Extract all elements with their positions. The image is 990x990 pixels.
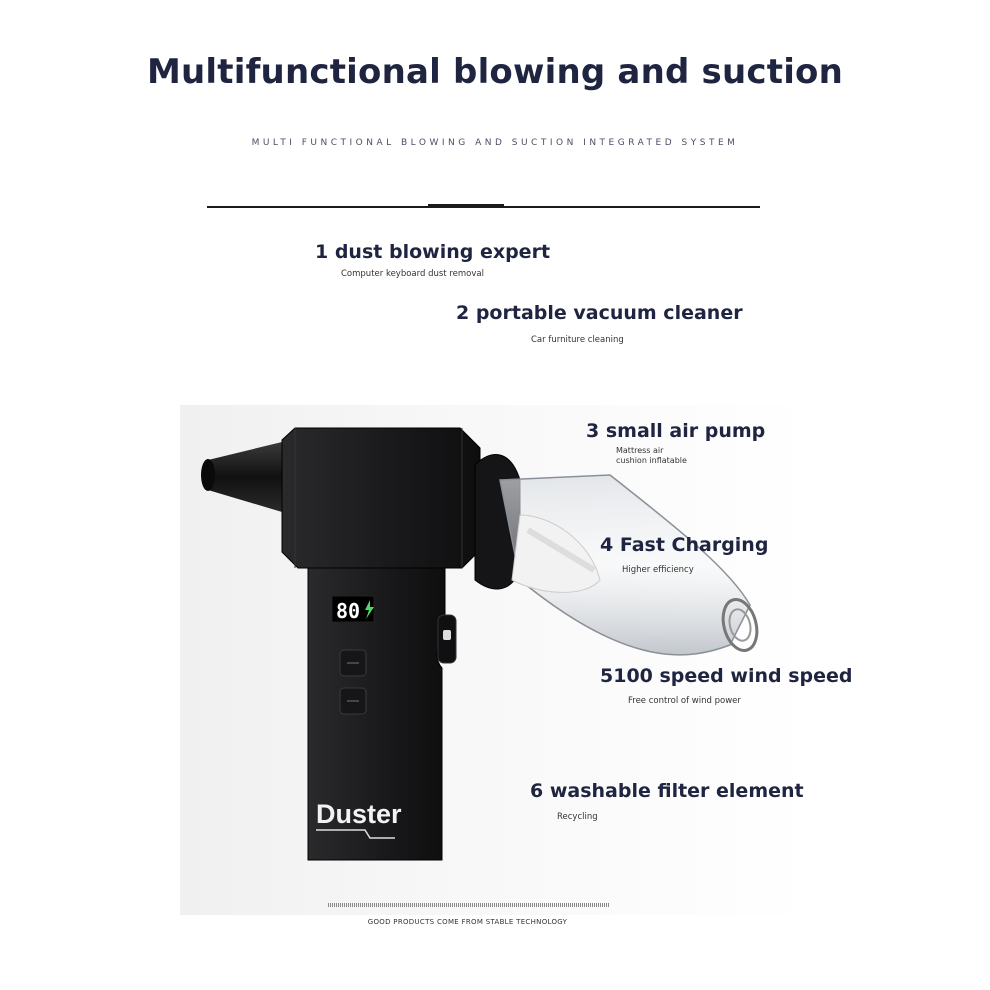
feature-2-caption: Car furniture cleaning [531, 335, 624, 345]
display-readout: 80 [336, 599, 360, 623]
feature-4: 4 Fast Charging Higher efficiency [600, 534, 768, 575]
page-subtitle: MULTI FUNCTIONAL BLOWING AND SUCTION INT… [251, 138, 739, 148]
feature-6-title: 6 washable filter element [530, 780, 804, 802]
motor-housing [281, 427, 481, 569]
footer-tagline: GOOD PRODUCTS COME FROM STABLE TECHNOLOG… [367, 918, 568, 926]
feature-4-title: 4 Fast Charging [600, 534, 769, 556]
blower-nozzle [208, 442, 282, 512]
feature-5: 5100 speed wind speed Free control of wi… [600, 665, 852, 706]
feature-2-title: 2 portable vacuum cleaner [456, 302, 743, 324]
feature-3-title: 3 small air pump [586, 420, 766, 442]
feature-3-caption-line1: Mattress air [616, 446, 664, 455]
feature-1-title: 1 dust blowing expert [315, 241, 551, 263]
feature-1-caption: Computer keyboard dust removal [341, 269, 484, 279]
brand-logo: Duster [316, 799, 402, 829]
product-image: 80 Duster [201, 427, 759, 861]
feature-3: 3 small air pump Mattress air cushion in… [586, 420, 765, 466]
charging-bolt-icon [365, 600, 374, 619]
feature-6: 6 washable filter element Recycling [530, 780, 804, 822]
vacuum-attachment [499, 474, 759, 656]
feature-5-title: 5100 speed wind speed [600, 665, 853, 687]
footer-divider [328, 903, 610, 907]
feature-1: 1 dust blowing expert Computer keyboard … [315, 241, 550, 279]
feature-5-caption: Free control of wind power [628, 696, 741, 706]
page-title: Multifunctional blowing and suction [146, 52, 844, 92]
feature-4-caption: Higher efficiency [622, 565, 694, 575]
feature-3-caption-line2: cushion inflatable [616, 456, 687, 465]
feature-6-caption: Recycling [557, 812, 598, 822]
divider-accent [428, 204, 504, 208]
feature-2: 2 portable vacuum cleaner Car furniture … [456, 302, 743, 345]
